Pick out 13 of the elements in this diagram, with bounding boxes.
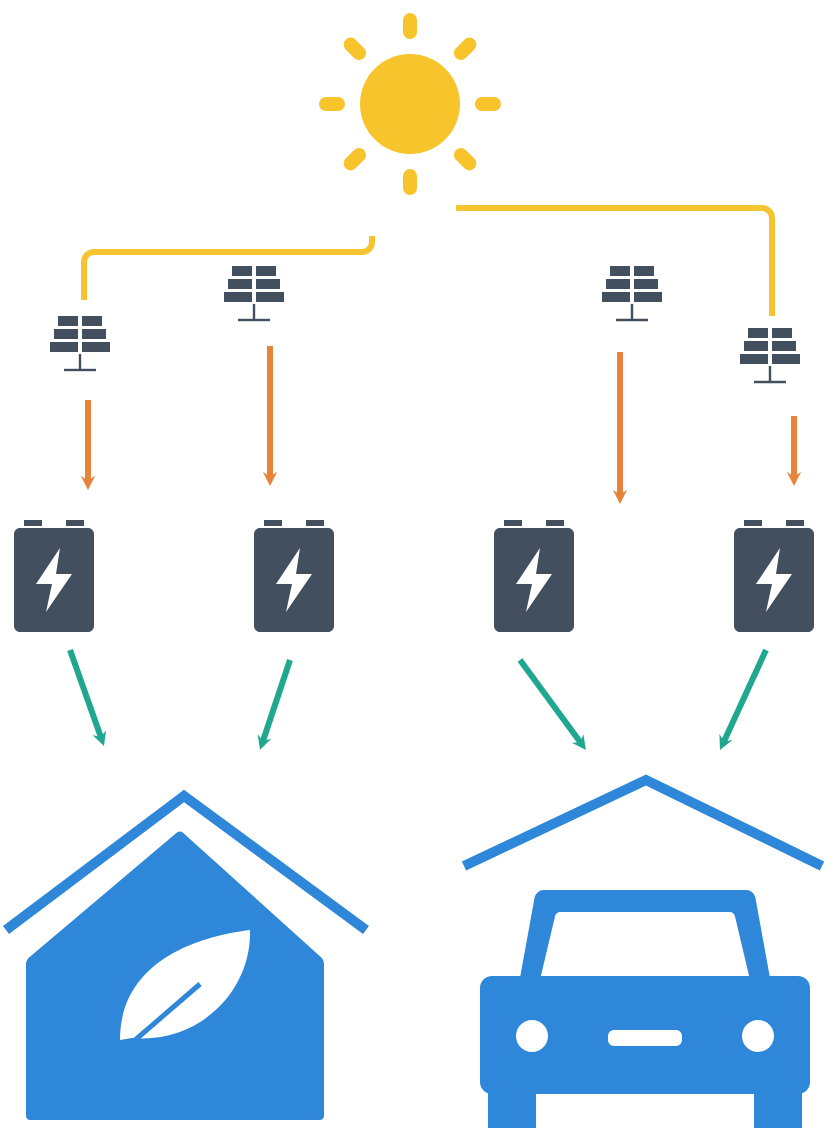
solar-panel-icon <box>50 316 110 372</box>
battery-icon <box>734 520 814 632</box>
solar-panel-icon <box>602 266 662 322</box>
connector-line <box>456 205 775 316</box>
battery-icon <box>494 520 574 632</box>
house-drawing <box>3 789 369 1120</box>
battery-icon <box>14 520 94 632</box>
sun-icon <box>319 13 501 195</box>
car-in-garage-drawing <box>461 774 825 1128</box>
battery-icon <box>254 520 334 632</box>
arrow <box>517 658 586 750</box>
solar-panel-icon <box>224 266 284 322</box>
solar-panel-icon <box>740 328 800 384</box>
